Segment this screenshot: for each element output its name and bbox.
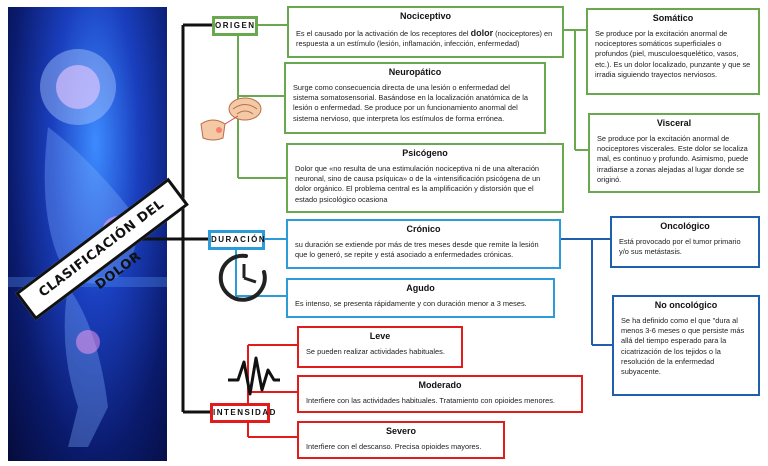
box-title: Leve bbox=[369, 331, 391, 341]
box-psicogeno: Psicógeno Dolor que «no resulta de una e… bbox=[286, 143, 564, 213]
box-title: Severo bbox=[385, 426, 417, 436]
category-intensidad: INTENSIDAD bbox=[210, 403, 275, 423]
box-visceral: Visceral Se produce por la excitación an… bbox=[588, 113, 760, 193]
box-no-oncologico: No oncológico Se ha definido como el que… bbox=[612, 295, 760, 396]
box-description: Es el causado por la activación de los r… bbox=[296, 28, 553, 49]
box-description: Se ha definido como el que "dura al meno… bbox=[621, 316, 745, 377]
box-oncologico: Oncológico Está provocado por el tumor p… bbox=[610, 216, 760, 268]
box-title: No oncológico bbox=[654, 300, 718, 310]
box-title: Psicógeno bbox=[402, 148, 448, 158]
box-description: Dolor que «no resulta de una estimulació… bbox=[295, 164, 541, 204]
category-duracion: DURACIÓN bbox=[208, 230, 265, 250]
box-nociceptivo: Nociceptivo Es el causado por la activac… bbox=[287, 6, 564, 58]
box-description: Surge como consecuencia directa de una l… bbox=[293, 83, 528, 123]
box-cronico: Crónico su duración se extiende por más … bbox=[286, 219, 561, 269]
heartbeat-icon bbox=[228, 356, 280, 396]
box-description: Interfiere con las actividades habituale… bbox=[306, 396, 555, 405]
box-leve: Leve Se pueden realizar actividades habi… bbox=[297, 326, 463, 368]
box-title: Agudo bbox=[406, 283, 435, 293]
box-title: Visceral bbox=[656, 118, 692, 128]
box-title: Moderado bbox=[418, 380, 462, 390]
clock-icon bbox=[218, 253, 267, 302]
box-moderado: Moderado Interfiere con las actividades … bbox=[297, 375, 583, 413]
box-agudo: Agudo Es intenso, se presenta rápidament… bbox=[286, 278, 555, 318]
box-description: Está provocado por el tumor primario y/o… bbox=[619, 237, 741, 257]
box-severo: Severo Interfiere con el descanso. Preci… bbox=[297, 421, 505, 459]
box-title: Oncológico bbox=[660, 221, 710, 231]
box-description: su duración se extiende por más de tres … bbox=[295, 240, 539, 260]
box-neuropatico: Neuropático Surge como consecuencia dire… bbox=[284, 62, 546, 134]
box-title: Crónico bbox=[406, 224, 441, 234]
box-description: Se produce por la excitación anormal de … bbox=[595, 29, 751, 79]
box-description: Es intenso, se presenta rápidamente y co… bbox=[295, 299, 527, 308]
box-title: Neuropático bbox=[388, 67, 442, 77]
brain-hand-icon bbox=[200, 97, 262, 141]
box-description: Se pueden realizar actividades habituale… bbox=[306, 347, 445, 356]
box-description: Interfiere con el descanso. Precisa opio… bbox=[306, 442, 482, 451]
box-title: Nociceptivo bbox=[399, 11, 451, 21]
box-somatico: Somático Se produce por la excitación an… bbox=[586, 8, 760, 95]
category-origen: ORIGEN bbox=[212, 16, 258, 36]
box-description: Se produce por la excitación anormal de … bbox=[597, 134, 749, 184]
box-title: Somático bbox=[652, 13, 694, 23]
